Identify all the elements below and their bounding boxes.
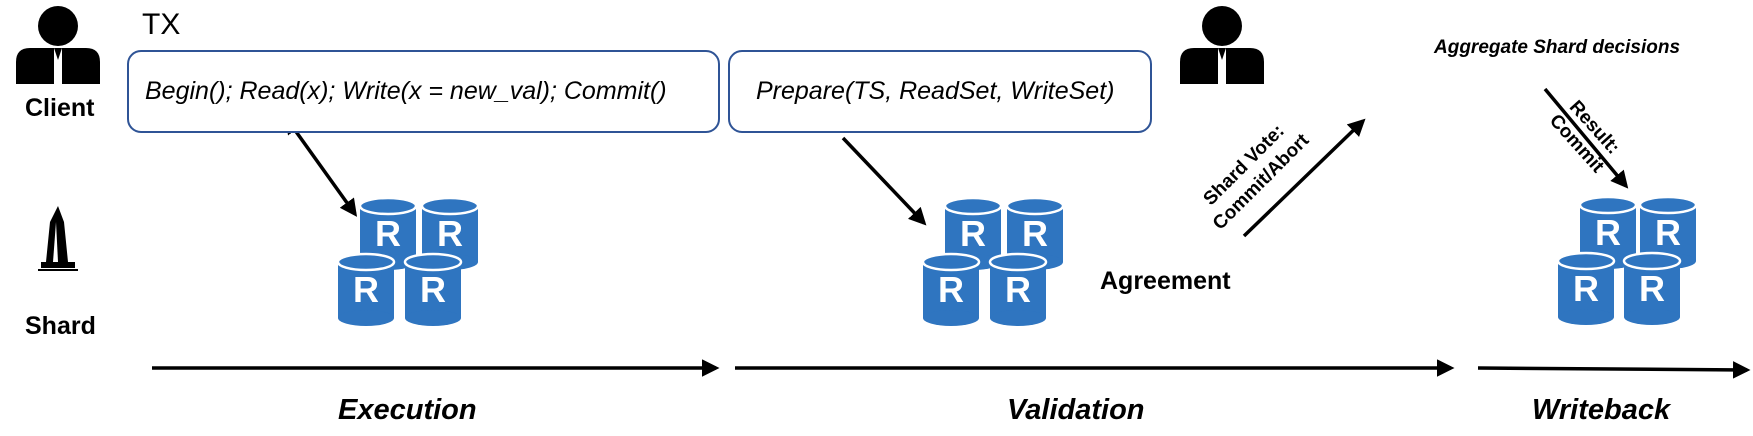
aggregate-label: Aggregate Shard decisions bbox=[1434, 37, 1681, 58]
replica-database-icon bbox=[336, 252, 396, 328]
shard-tower-icon bbox=[38, 206, 78, 271]
prepare-box: Prepare(TS, ReadSet, WriteSet) bbox=[728, 50, 1152, 133]
shard-vote-arrow bbox=[1242, 118, 1366, 238]
prepare-text: Prepare(TS, ReadSet, WriteSet) bbox=[756, 77, 1115, 105]
result-arrow bbox=[1543, 87, 1629, 189]
execution-ops-box: Begin(); Read(x); Write(x = new_val); Co… bbox=[127, 50, 720, 133]
writeback-timeline-arrow bbox=[1477, 361, 1751, 379]
phase-execution: Execution bbox=[338, 394, 477, 426]
phase-validation: Validation bbox=[1007, 394, 1145, 426]
phase-writeback: Writeback bbox=[1532, 394, 1671, 426]
tx-label: TX bbox=[142, 8, 181, 41]
client-person-icon bbox=[16, 6, 100, 84]
replica-cluster-writeback bbox=[1556, 195, 1698, 327]
replica-cluster-validation bbox=[921, 196, 1065, 328]
client-label: Client bbox=[25, 94, 95, 122]
prepare-arrow bbox=[841, 136, 927, 226]
execution-bidirectional-arrow bbox=[284, 116, 358, 217]
agreement-label: Agreement bbox=[1100, 267, 1231, 295]
replica-database-icon bbox=[988, 252, 1048, 328]
shard-label: Shard bbox=[25, 312, 96, 340]
replica-cluster-execution bbox=[336, 196, 480, 328]
execution-ops-text: Begin(); Read(x); Write(x = new_val); Co… bbox=[145, 77, 667, 105]
replica-database-icon bbox=[1556, 251, 1616, 327]
replica-database-icon bbox=[921, 252, 981, 328]
replica-database-icon bbox=[403, 252, 463, 328]
aggregator-person-icon bbox=[1180, 6, 1264, 84]
replica-database-icon bbox=[1622, 251, 1682, 327]
